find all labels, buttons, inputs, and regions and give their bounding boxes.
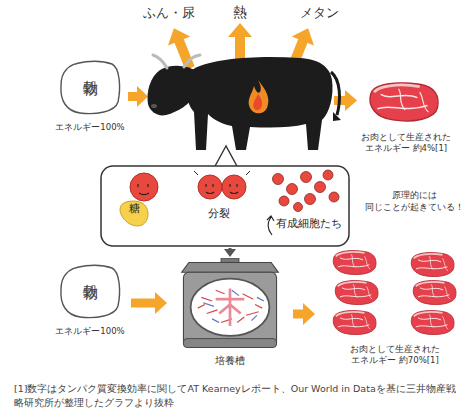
meat-output: お肉として生産された エネルギー 約4%[1] xyxy=(340,70,470,164)
arrow-head xyxy=(155,292,167,314)
node-shape xyxy=(58,262,122,320)
cell-label: 糖 xyxy=(129,202,140,216)
arrow-shaft xyxy=(293,310,305,319)
flow-arrow xyxy=(131,292,167,314)
arrow-shaft xyxy=(229,248,232,251)
callout-pointer xyxy=(214,146,238,168)
node-shape xyxy=(170,258,290,352)
arrow-head xyxy=(303,303,315,325)
output-label: お肉として生産された エネルギー 約4%[1] xyxy=(348,132,464,153)
callout-box: 糖 分裂有成細胞たち xyxy=(100,165,350,247)
energy-label: エネルギー100% xyxy=(50,122,130,133)
node-shape xyxy=(318,248,470,336)
output-label: お肉として生産された エネルギー 約70%[1] xyxy=(336,344,454,365)
arrow-shaft xyxy=(131,299,157,308)
node-shape xyxy=(364,78,442,124)
cell-label: 有成細胞たち xyxy=(276,217,342,231)
output-label: ふん・尿 xyxy=(134,5,204,22)
cell-label: 分裂 xyxy=(208,207,230,221)
meat-output: お肉として生産された エネルギー 約70%[1] xyxy=(316,248,474,370)
grain-input: 穀物エネルギー100% xyxy=(50,58,130,140)
grain-input: 穀物エネルギー100% xyxy=(50,262,130,344)
node-shape xyxy=(58,58,122,116)
energy-label: エネルギー100% xyxy=(50,326,130,337)
grain-label: 穀物 xyxy=(81,272,100,276)
culture-tank: 培養槽 xyxy=(168,258,292,370)
flow-arrow xyxy=(224,248,236,257)
output-label: 熱 xyxy=(225,3,255,21)
flow-arrow xyxy=(293,303,315,325)
output-label: メタン xyxy=(284,5,354,22)
grain-label: 穀物 xyxy=(81,68,100,72)
arrow-head xyxy=(224,249,236,257)
cow-illustration xyxy=(148,55,342,150)
note: 原理的には 同じことが起きている！ xyxy=(360,190,468,213)
footnote: [1]数字はタンパク質変換効率に関してAT Kearneyレポート、Our Wo… xyxy=(14,382,462,410)
tank-label: 培養槽 xyxy=(168,355,292,367)
